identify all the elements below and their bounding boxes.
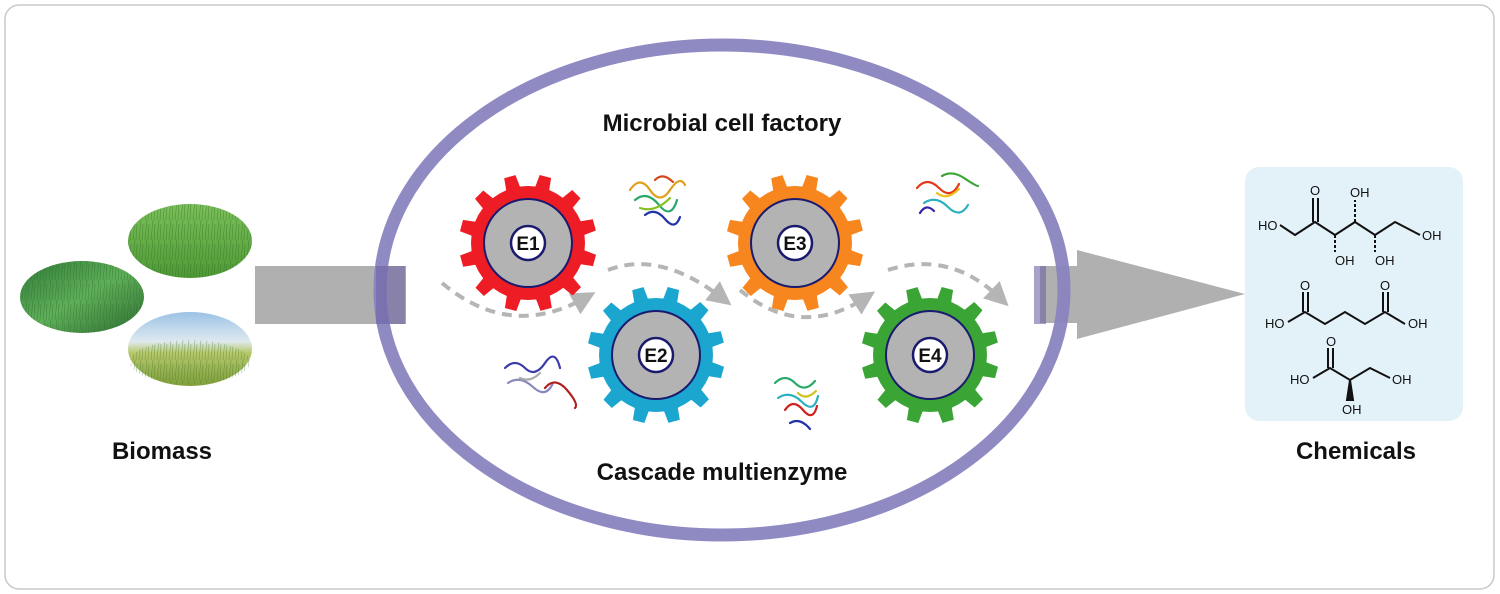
protein-structures: [503, 172, 980, 431]
svg-text:OH: OH: [1342, 402, 1362, 417]
enzyme-label: E4: [918, 346, 942, 367]
enzyme-label: E1: [516, 234, 540, 255]
flow-arrow-e4-out: [887, 262, 1009, 307]
svg-text:O: O: [1380, 278, 1390, 293]
chemical-glyceric-acid: [1312, 348, 1391, 401]
svg-text:OH: OH: [1350, 185, 1370, 200]
gear-e4: E4: [862, 287, 998, 423]
svg-text:HO: HO: [1265, 316, 1285, 331]
gear-e2: E2: [588, 287, 724, 423]
svg-text:OH: OH: [1375, 253, 1395, 268]
gear-hub: [509, 224, 547, 262]
svg-text:OH: OH: [1392, 372, 1412, 387]
flow-arrows: [440, 262, 1009, 320]
output-arrow: [1040, 250, 1245, 339]
chemical-glutaric-acid: [1287, 292, 1406, 326]
svg-text:O: O: [1300, 278, 1310, 293]
chemicals-label: Chemicals: [1296, 438, 1416, 465]
svg-text:O: O: [1326, 334, 1336, 349]
flow-arrow-e3-e4: [738, 288, 876, 320]
gear-e3: E3: [727, 175, 863, 311]
svg-text:O: O: [1310, 183, 1320, 198]
cell-title: Microbial cell factory: [603, 110, 842, 137]
enzyme-label: E2: [644, 346, 667, 367]
svg-text:OH: OH: [1422, 228, 1442, 243]
enzyme-label: E3: [783, 234, 806, 255]
svg-text:OH: OH: [1335, 253, 1355, 268]
svg-text:HO: HO: [1258, 218, 1278, 233]
protein-structure-1: [628, 175, 687, 226]
chemical-ketohexose: [1279, 198, 1421, 252]
svg-text:OH: OH: [1408, 316, 1428, 331]
gear-hub: [911, 336, 949, 374]
flow-arrow-e2-e3: [607, 262, 732, 306]
chemical-structures: [1279, 198, 1421, 401]
gear-hub: [776, 224, 814, 262]
gear-hub: [637, 336, 675, 374]
biomass-images: [20, 204, 252, 386]
frame-border: [4, 4, 1495, 590]
svg-text:HO: HO: [1290, 372, 1310, 387]
cell-caption: Cascade multienzyme: [597, 459, 848, 486]
protein-structure-2: [915, 172, 980, 215]
chemicals-panel: [1245, 167, 1463, 421]
biomass-label: Biomass: [112, 438, 212, 465]
flow-arrow-e1-e2: [440, 281, 596, 318]
protein-structure-4: [773, 376, 820, 431]
protein-structure-3: [503, 355, 578, 410]
chemical-labels: HO O OH OH OH OH O O HO OH O HO OH OH: [1258, 183, 1442, 417]
gear-e1: E1: [460, 175, 596, 311]
